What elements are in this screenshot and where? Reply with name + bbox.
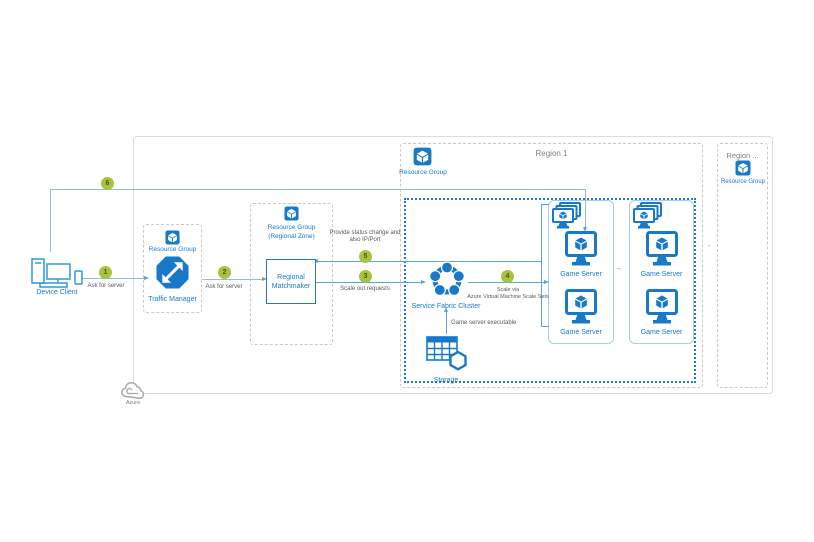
game-server-label-1b: Game Server	[560, 329, 602, 336]
region-n-box	[717, 143, 768, 388]
annotation-game-server-executable: Game server executable	[451, 320, 517, 326]
game-server-label-2a: Game Server	[640, 271, 683, 278]
annotation-ask-for-server-1: Ask for server	[87, 283, 125, 289]
connector-5-bracket	[541, 205, 542, 327]
region1-box	[400, 143, 703, 388]
connector-5-stub-bottom	[541, 326, 549, 327]
step-badge-3: 3	[359, 270, 372, 283]
resource-group-icon-mm	[284, 206, 299, 221]
connector-6-vertical-left	[50, 190, 51, 252]
storage-icon	[426, 336, 467, 371]
azure-cloud-label: Azure	[125, 400, 141, 406]
annotation-ask-for-server-2: Ask for server	[205, 284, 243, 290]
step-badge-2: 2	[218, 266, 231, 279]
resource-group-icon-tm	[165, 230, 180, 245]
column-separator: --	[616, 266, 622, 273]
azure-cloud-icon	[121, 382, 145, 400]
service-fabric-cluster-label: Service Fabric Cluster	[411, 303, 481, 310]
step-badge-5: 5	[359, 250, 372, 263]
annotation-scale-via: Scale via Azure Virtual Machine Scale Se…	[460, 287, 556, 300]
device-client-icon	[31, 258, 83, 288]
region1-title: Region 1	[535, 149, 568, 158]
region-separator: -	[707, 243, 711, 250]
annotation-status-change-line1: Provide status change and	[329, 230, 401, 236]
regional-matchmaker-label-line2: Matchmaker	[271, 282, 311, 290]
connector-2	[202, 279, 262, 280]
service-fabric-cluster-icon	[429, 261, 465, 297]
regional-matchmaker-node: Regional Matchmaker	[266, 259, 316, 304]
annotation-scale-via-line1: Scale via	[496, 287, 520, 293]
arrowhead-into-cluster-from-storage	[444, 307, 448, 312]
resource-group-label-mm-line1: Resource Group	[267, 224, 316, 231]
game-server-label-1a: Game Server	[560, 271, 602, 278]
arrowhead-into-matchmaker	[262, 277, 267, 281]
arrowhead-into-game-server	[583, 227, 587, 232]
annotation-status-change: Provide status change and also IP/Port	[321, 230, 409, 244]
connector-storage	[446, 312, 447, 334]
resource-group-label-region-n: Resource Group	[720, 179, 766, 185]
resource-group-label-mm-line2: (Regional Zone)	[268, 233, 315, 240]
traffic-manager-label: Traffic Manager	[148, 296, 197, 303]
resource-group-icon-region1	[413, 147, 432, 166]
connector-5	[318, 261, 541, 262]
game-server-icon-1b	[565, 289, 597, 324]
annotation-scale-out: Scale out requests	[340, 286, 390, 292]
game-server-icon-2a	[646, 231, 678, 266]
game-server-column-2	[629, 200, 694, 344]
step-badge-1: 1	[99, 266, 112, 279]
device-client-label: Device Client	[36, 289, 78, 296]
connector-6-vertical-right	[585, 190, 586, 227]
traffic-manager-group-box	[143, 224, 202, 313]
azure-boundary-box	[133, 136, 773, 394]
matchmaker-group-box	[250, 203, 333, 345]
annotation-scale-via-line2: Azure Virtual Machine Scale Sets	[467, 293, 549, 300]
service-fabric-box	[404, 198, 696, 383]
game-server-icon-1a	[565, 231, 597, 266]
annotation-status-change-line2: also IP/Port	[349, 237, 381, 243]
resource-group-icon-region-n	[735, 160, 751, 176]
step-badge-6: 6	[101, 177, 114, 190]
resource-group-label-tm: Resource Group	[148, 246, 197, 253]
vm-scaleset-icon-2	[633, 202, 662, 229]
game-server-icon-2b	[646, 289, 678, 324]
arrowhead-into-scaleset	[544, 280, 549, 284]
vm-scaleset-icon-1	[552, 202, 581, 229]
arrowhead-into-cluster	[421, 280, 426, 284]
step-badge-4: 4	[501, 270, 514, 283]
connector-6-horizontal	[50, 189, 586, 190]
connector-1	[82, 278, 144, 279]
regional-matchmaker-label-line1: Regional	[277, 273, 305, 281]
resource-group-label-region1: Resource Group	[399, 169, 447, 176]
traffic-manager-icon	[156, 256, 189, 289]
connector-5-stub-top	[541, 204, 549, 205]
region-n-title: Region ...	[726, 151, 759, 160]
arrowhead-into-traffic-manager	[144, 276, 149, 280]
game-server-label-2b: Game Server	[640, 329, 683, 336]
storage-label: Storage	[433, 377, 459, 384]
